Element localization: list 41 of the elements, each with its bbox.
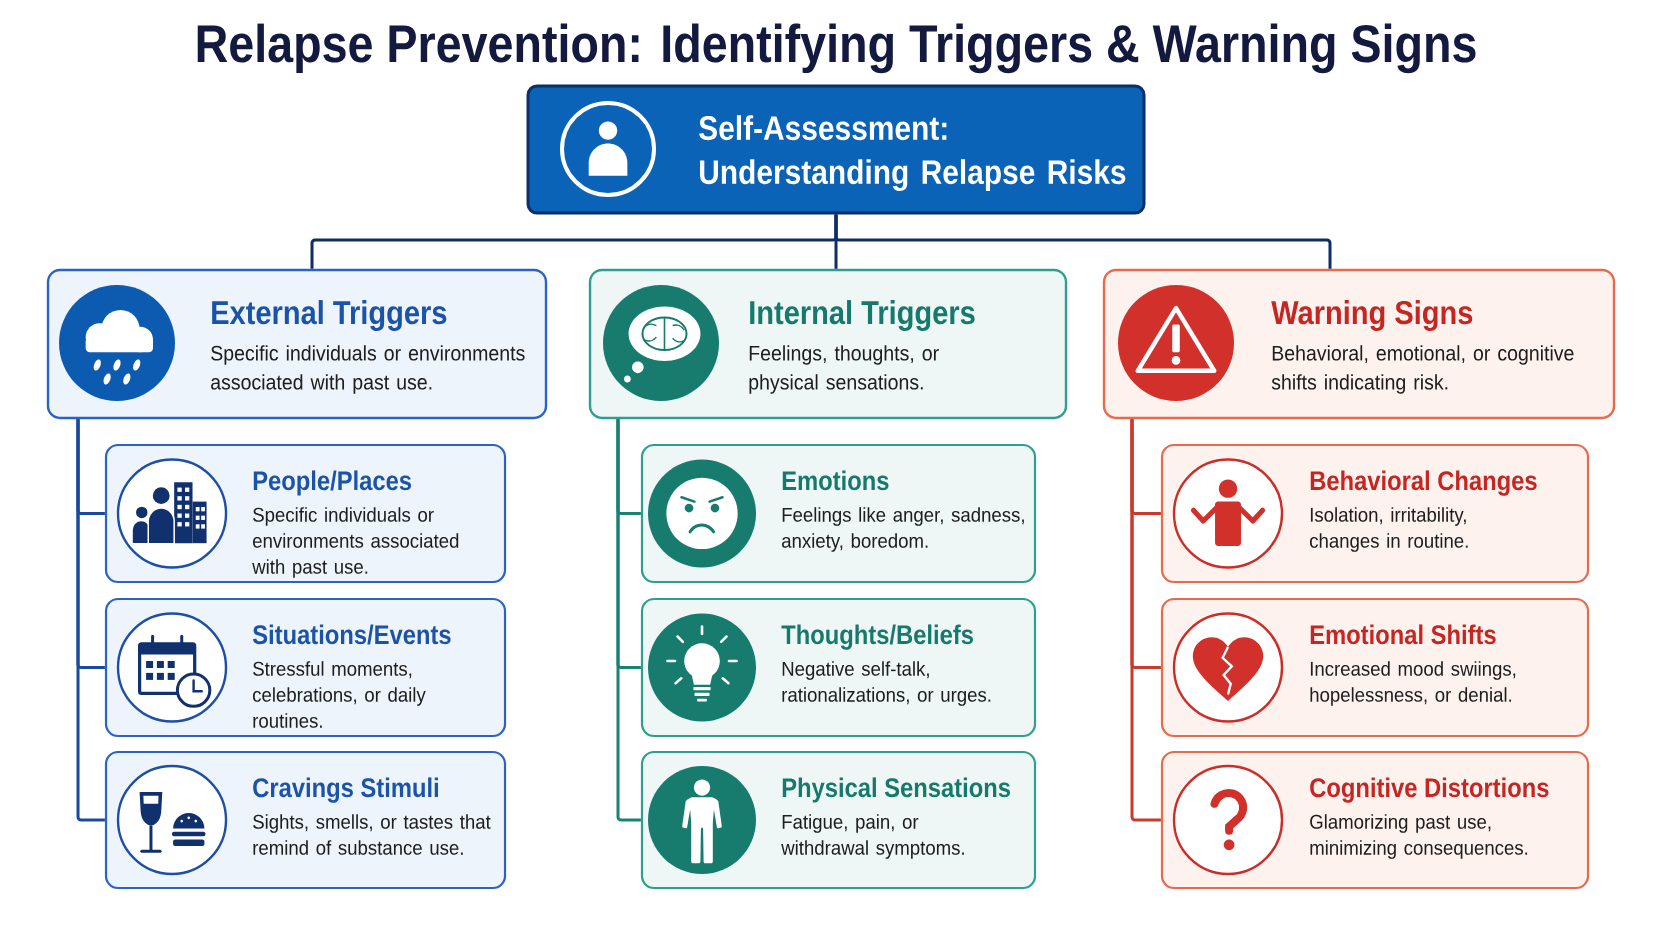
box-description: Feelings like anger, sadness, anxiety, boredom.	[782, 507, 1024, 552]
box-description: Glamorizing past use, minimizing consequences.	[1310, 814, 1528, 859]
item-box	[104, 597, 507, 738]
box-title: Thoughts/Beliefs	[781, 624, 973, 650]
box-description: Behavioral, emotional, or cognitive shifts indicating risk.	[1271, 345, 1574, 394]
box-title: People/Places	[253, 470, 412, 496]
category-box	[46, 268, 548, 420]
item-box	[1160, 597, 1590, 738]
box-description: Feelings, thoughts, or physical sensations.	[749, 345, 939, 394]
box-title: Emotional Shifts	[1310, 624, 1496, 645]
box-title: Cognitive Distortions	[1310, 777, 1549, 803]
box-title: Internal Triggers	[750, 300, 975, 331]
box-title: Situations/Events	[252, 624, 451, 645]
item-box	[640, 750, 1037, 890]
item-box	[1160, 750, 1590, 890]
item-box	[640, 443, 1037, 584]
item-box	[104, 750, 507, 890]
header-box	[526, 84, 1146, 215]
box-title: Cravings Stimuli	[253, 777, 438, 803]
box-title: Emotions	[782, 470, 889, 491]
box-description: Increased mood swiings, hopelessness, or denial.	[1310, 661, 1516, 706]
connector-line	[1130, 419, 1161, 822]
category-box	[1102, 268, 1616, 420]
item-box	[640, 597, 1037, 738]
box-description: Specific individuals or environments associated with past use.	[252, 507, 459, 578]
category-box	[588, 268, 1068, 420]
header-title: Self-Assessment: Understanding Relapse Risks	[699, 115, 1126, 191]
box-description: Negative self-talk, rationalizations, or urges.	[782, 661, 991, 706]
box-description: Stressful moments, celebrations, or daily routines.	[253, 661, 426, 728]
box-title: Warning Signs	[1271, 300, 1473, 331]
box-description: Isolation, irritability, changes in routine.	[1310, 507, 1468, 552]
item-box	[104, 443, 507, 584]
box-description: Fatigue, pain, or withdrawal symptoms.	[781, 814, 964, 859]
box-title: Behavioral Changes	[1310, 470, 1537, 496]
box-description: Sights, smells, or tastes that remind of substance use.	[253, 814, 491, 855]
box-title: External Triggers	[212, 300, 447, 331]
box-title: Physical Sensations	[782, 777, 1010, 803]
title: Relapse Prevention: Identifying Triggers & Warning Signs	[197, 23, 1476, 74]
box-description: Specific individuals or environments associated with past use.	[211, 345, 525, 394]
item-box	[1160, 443, 1590, 584]
connector-line	[834, 214, 1332, 269]
